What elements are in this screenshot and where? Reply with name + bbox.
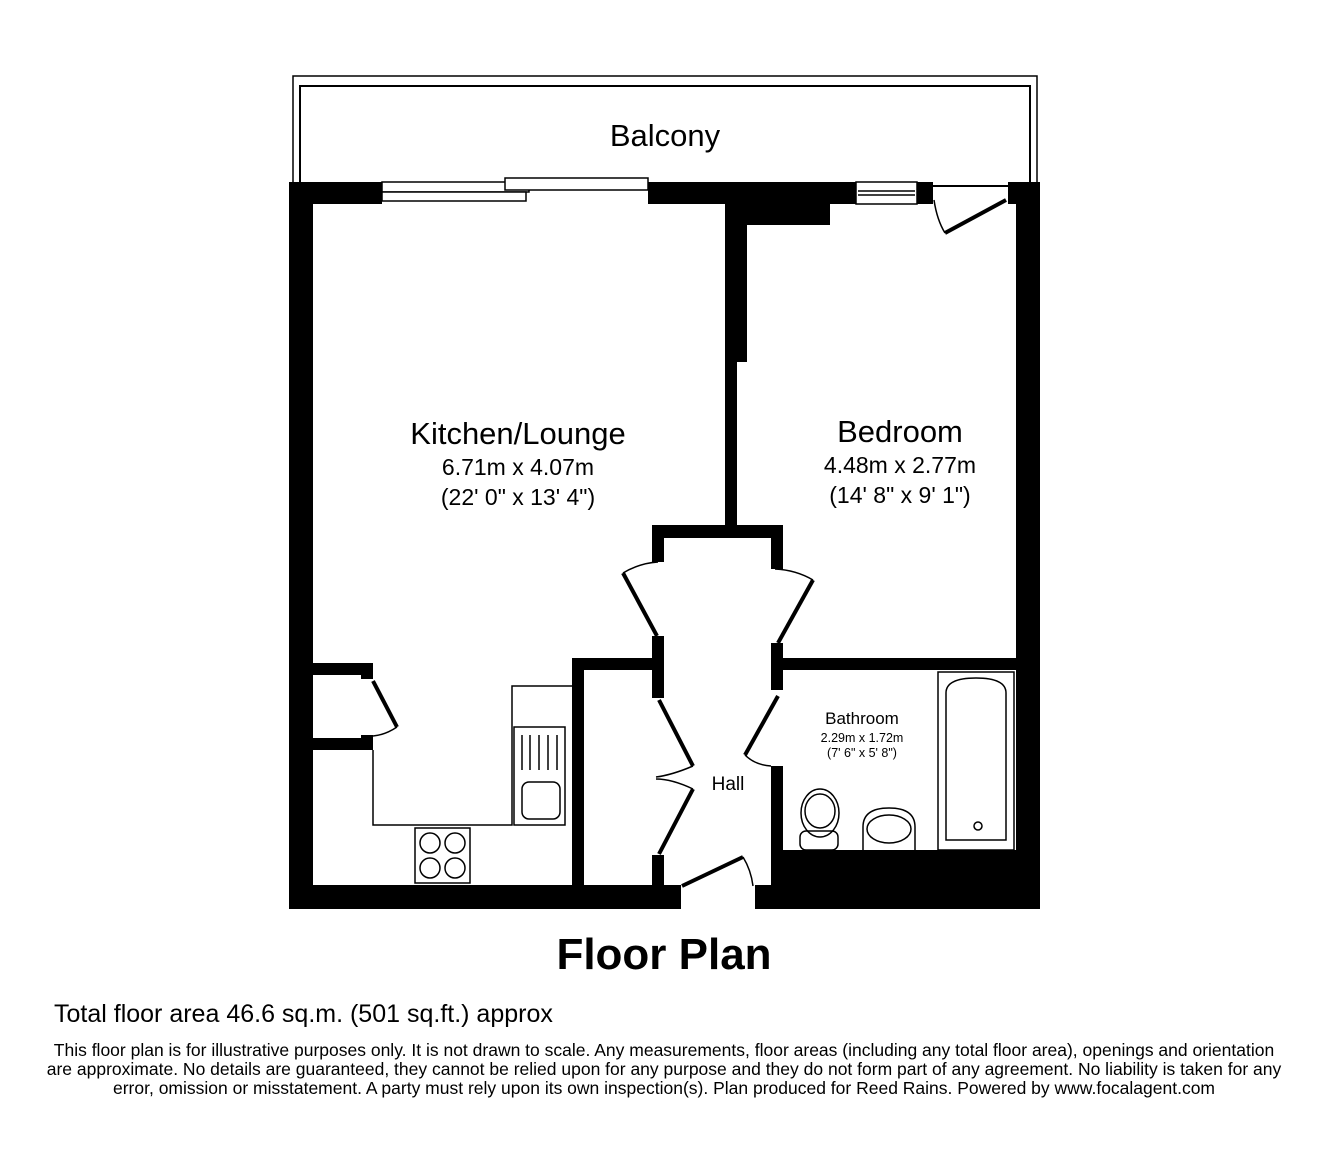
page-title: Floor Plan [556,930,772,979]
door-swings [371,198,1007,888]
kitchen-worktop [372,685,572,826]
sink [513,726,566,826]
hall-label: Hall [711,774,745,795]
bathroom-imperial: (7' 6" x 5' 8") [827,746,897,760]
bedroom-metric: 4.48m x 2.77m [823,452,977,478]
bath [937,671,1015,851]
bedroom-label: Bedroom [837,414,963,449]
sliding-door [381,177,649,202]
bathroom-metric: 2.29m x 1.72m [820,731,904,745]
kitchen-lounge-metric: 6.71m x 4.07m [441,454,595,480]
balcony-label: Balcony [609,118,721,153]
basin [862,807,916,850]
total-floor-area: Total floor area 46.6 sq.m. (501 sq.ft.)… [54,1000,553,1028]
hob [414,827,471,884]
floor-plan-drawing [289,75,1040,909]
hall-walls [313,525,1021,888]
bathroom-label: Bathroom [825,709,899,728]
disclaimer-text: This floor plan is for illustrative purp… [46,1040,1282,1098]
window [855,181,918,205]
kitchen-lounge-label: Kitchen/Lounge [410,416,626,451]
kitchen-lounge-imperial: (22' 0" x 13' 4") [440,484,596,510]
bedroom-imperial: (14' 8" x 9' 1") [829,482,971,508]
toilet [799,788,840,851]
exterior-walls [289,182,1040,909]
